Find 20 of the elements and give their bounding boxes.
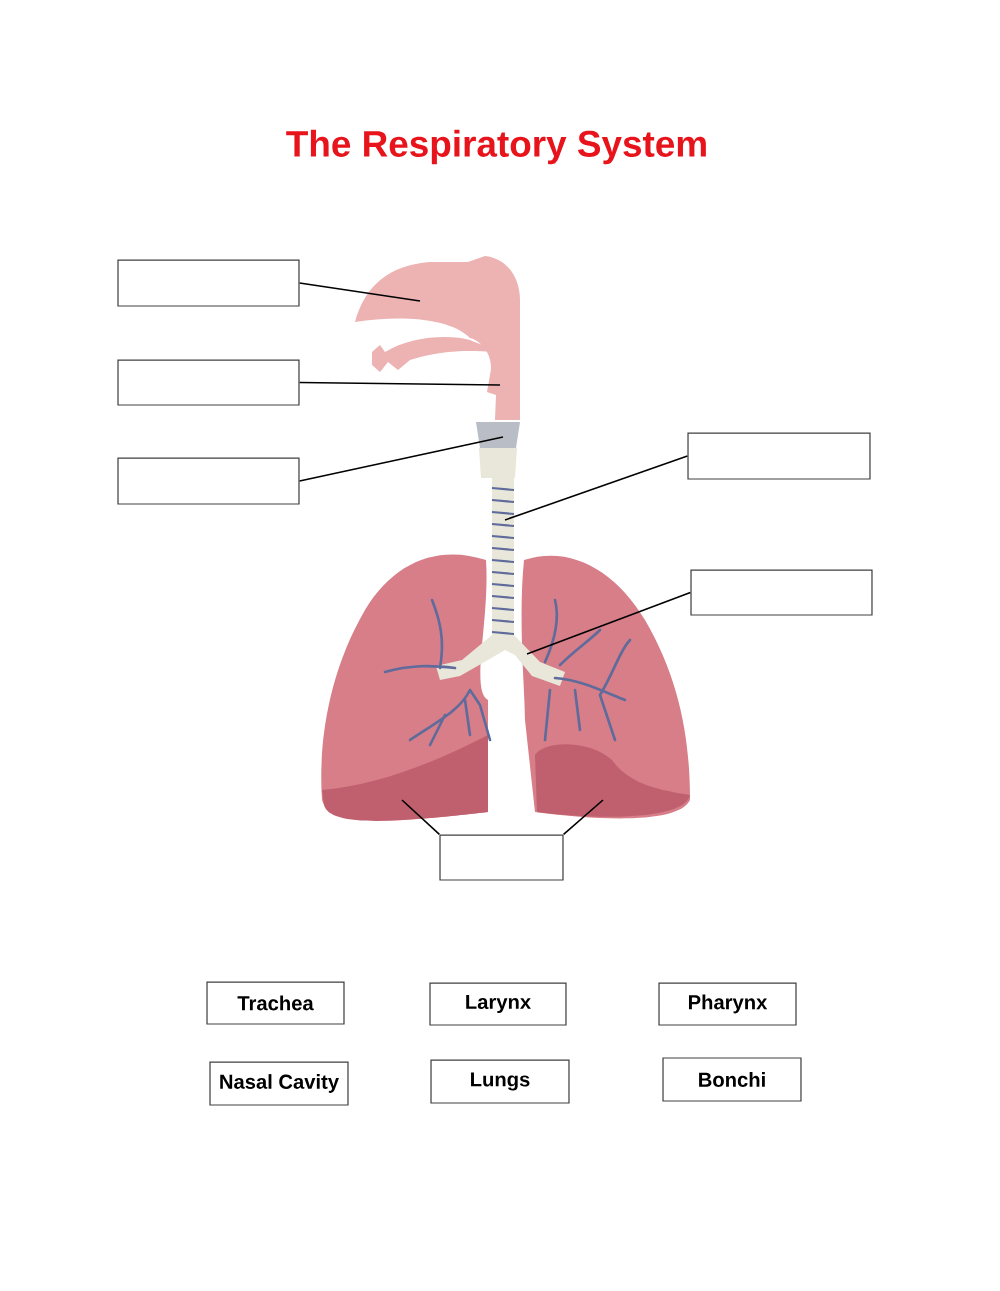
leader-line (504, 455, 689, 521)
answer-box (117, 457, 300, 505)
word-card: Larynx (429, 982, 567, 1026)
answer-box (439, 834, 564, 881)
answer-box (687, 432, 871, 480)
word-card: Pharynx (658, 982, 797, 1026)
leader-line (298, 436, 504, 482)
leader-line (298, 381, 501, 386)
leader-line (298, 282, 421, 302)
answer-box (117, 359, 300, 406)
word-card: Nasal Cavity (209, 1061, 349, 1106)
word-card: Trachea (206, 981, 345, 1025)
answer-box (117, 259, 300, 307)
answer-box (690, 569, 873, 616)
leader-line (526, 591, 692, 655)
word-card: Bonchi (662, 1057, 802, 1102)
leader-line (562, 799, 604, 836)
leader-line (401, 799, 441, 836)
word-card: Lungs (430, 1059, 570, 1104)
title: The Respiratory System (286, 129, 706, 165)
